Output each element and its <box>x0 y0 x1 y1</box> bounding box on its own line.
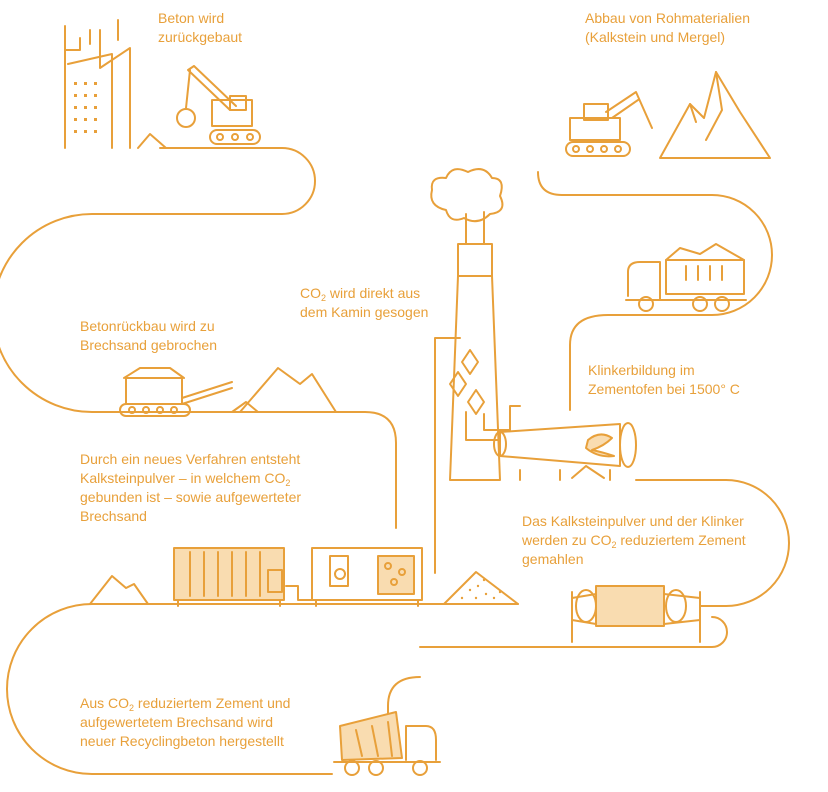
wrecking-crane-icon <box>176 65 261 145</box>
label-grinding: Das Kalksteinpulver und der Klinker werd… <box>522 513 746 567</box>
label-mining: Abbau von Rohmaterialien (Kalkstein und … <box>585 10 750 45</box>
label-recycled-concrete: Aus CO2 reduziertem Zement und aufgewert… <box>80 695 291 749</box>
label-demolition: Beton wird zurückgebaut <box>158 10 243 45</box>
mountain-icon <box>659 71 771 159</box>
label-crushing: Betonrückbau wird zu Brechsand gebrochen <box>80 318 217 353</box>
capture-pipes-icon <box>434 337 521 574</box>
process-path-cement-top <box>419 616 728 648</box>
cement-mill-icon <box>571 585 701 643</box>
rotary-kiln-icon <box>493 422 637 481</box>
sand-pile-icon <box>231 367 337 413</box>
process-plant-icon <box>173 547 423 607</box>
dump-truck-icon <box>625 243 747 312</box>
demolished-building-icon <box>64 19 167 149</box>
process-path-right <box>537 171 773 411</box>
label-process: Durch ein neues Verfahren entsteht Kalks… <box>80 451 302 524</box>
label-clinker: Klinkerbildung im Zementofen bei 1500° C <box>588 362 740 397</box>
process-path <box>0 147 397 529</box>
limestone-pile-icon <box>89 571 519 605</box>
process-path-lower <box>6 603 519 775</box>
cement-mixer-truck-icon <box>333 711 441 776</box>
process-path-clinker <box>635 479 790 607</box>
excavator-icon <box>565 91 653 157</box>
label-co2-capture: CO2 wird direkt aus dem Kamin gesogen <box>300 285 429 320</box>
process-path-cement <box>387 676 421 749</box>
crusher-icon <box>119 367 233 417</box>
